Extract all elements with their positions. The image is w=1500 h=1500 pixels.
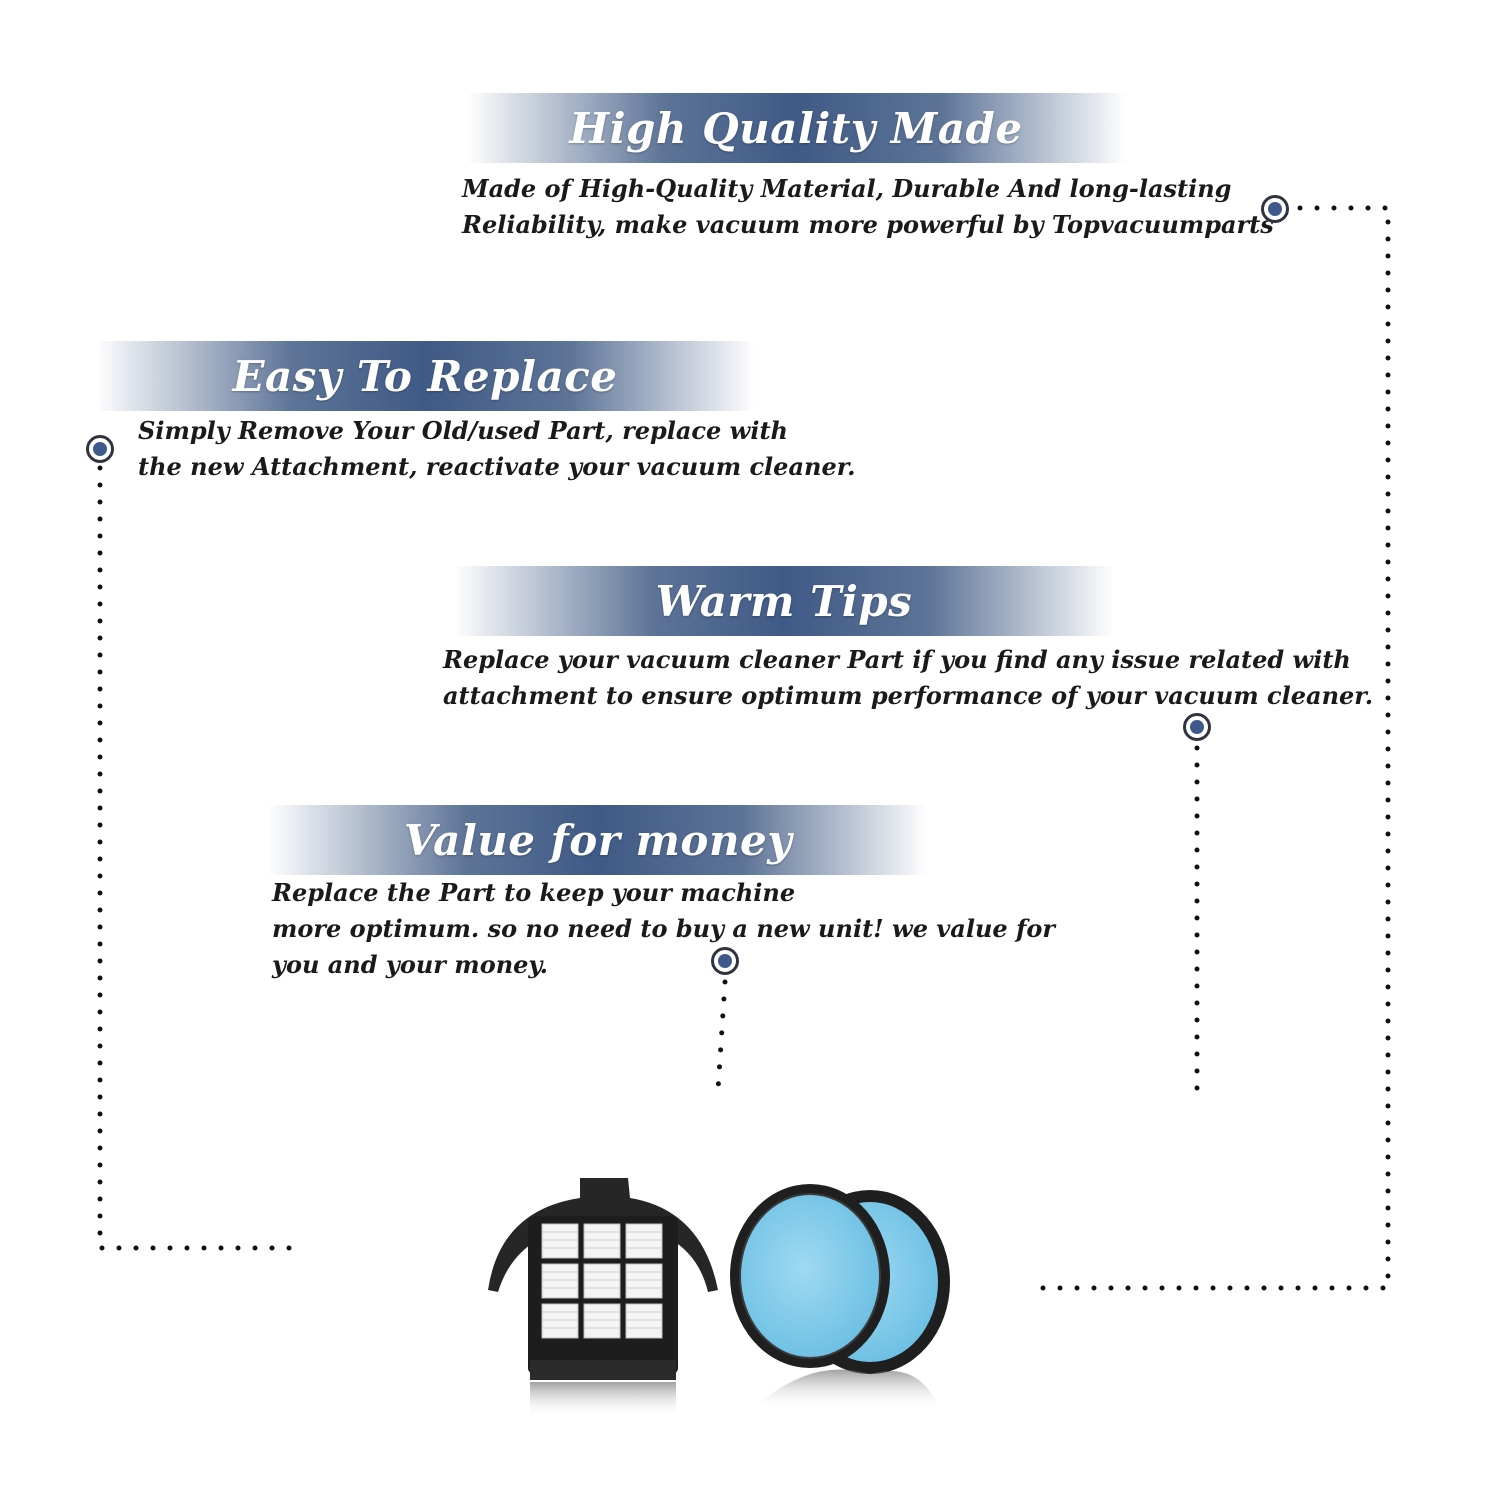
banner-value-money: Value for money (268, 805, 928, 875)
foam-filters (730, 1184, 950, 1410)
text-line: Replace the Part to keep your machine (272, 878, 796, 907)
text-line: Simply Remove Your Old/used Part, replac… (138, 416, 788, 445)
connector-easy-replace (97, 465, 299, 1251)
section-text-warm-tips: Replace your vacuum cleaner Part if you … (443, 642, 1373, 714)
section-text-high-quality: Made of High-Quality Material, Durable A… (462, 171, 1274, 243)
banner-warm-tips: Warm Tips (454, 566, 1114, 636)
text-line: the new Attachment, reactivate your vacu… (138, 452, 856, 481)
marker-value-money-icon (711, 947, 739, 975)
text-line: attachment to ensure optimum performance… (443, 681, 1374, 710)
section-text-value-money: Replace the Part to keep your machine mo… (272, 875, 1055, 983)
text-line: Made of High-Quality Material, Durable A… (462, 174, 1232, 203)
banner-high-quality: High Quality Made (466, 93, 1126, 163)
marker-warm-tips-icon (1183, 713, 1211, 741)
connector-high-quality (1033, 205, 1391, 1291)
section-title-value-money: Value for money (403, 815, 793, 865)
text-line: more optimum. so no need to buy a new un… (272, 914, 1055, 943)
marker-high-quality-icon (1261, 195, 1289, 223)
section-title-high-quality: High Quality Made (569, 103, 1023, 153)
hepa-filter (488, 1178, 718, 1418)
text-line: you and your money. (272, 950, 548, 979)
text-line: Reliability, make vacuum more powerful b… (462, 210, 1274, 239)
marker-easy-replace-icon (86, 435, 114, 463)
text-line: Replace your vacuum cleaner Part if you … (443, 645, 1351, 674)
section-text-easy-replace: Simply Remove Your Old/used Part, replac… (138, 413, 856, 485)
section-title-easy-replace: Easy To Replace (232, 351, 618, 401)
section-title-warm-tips: Warm Tips (655, 576, 913, 626)
banner-easy-replace: Easy To Replace (95, 341, 755, 411)
vacuum-filter-set-icon (488, 1178, 950, 1418)
connector-value-money (715, 979, 728, 1093)
